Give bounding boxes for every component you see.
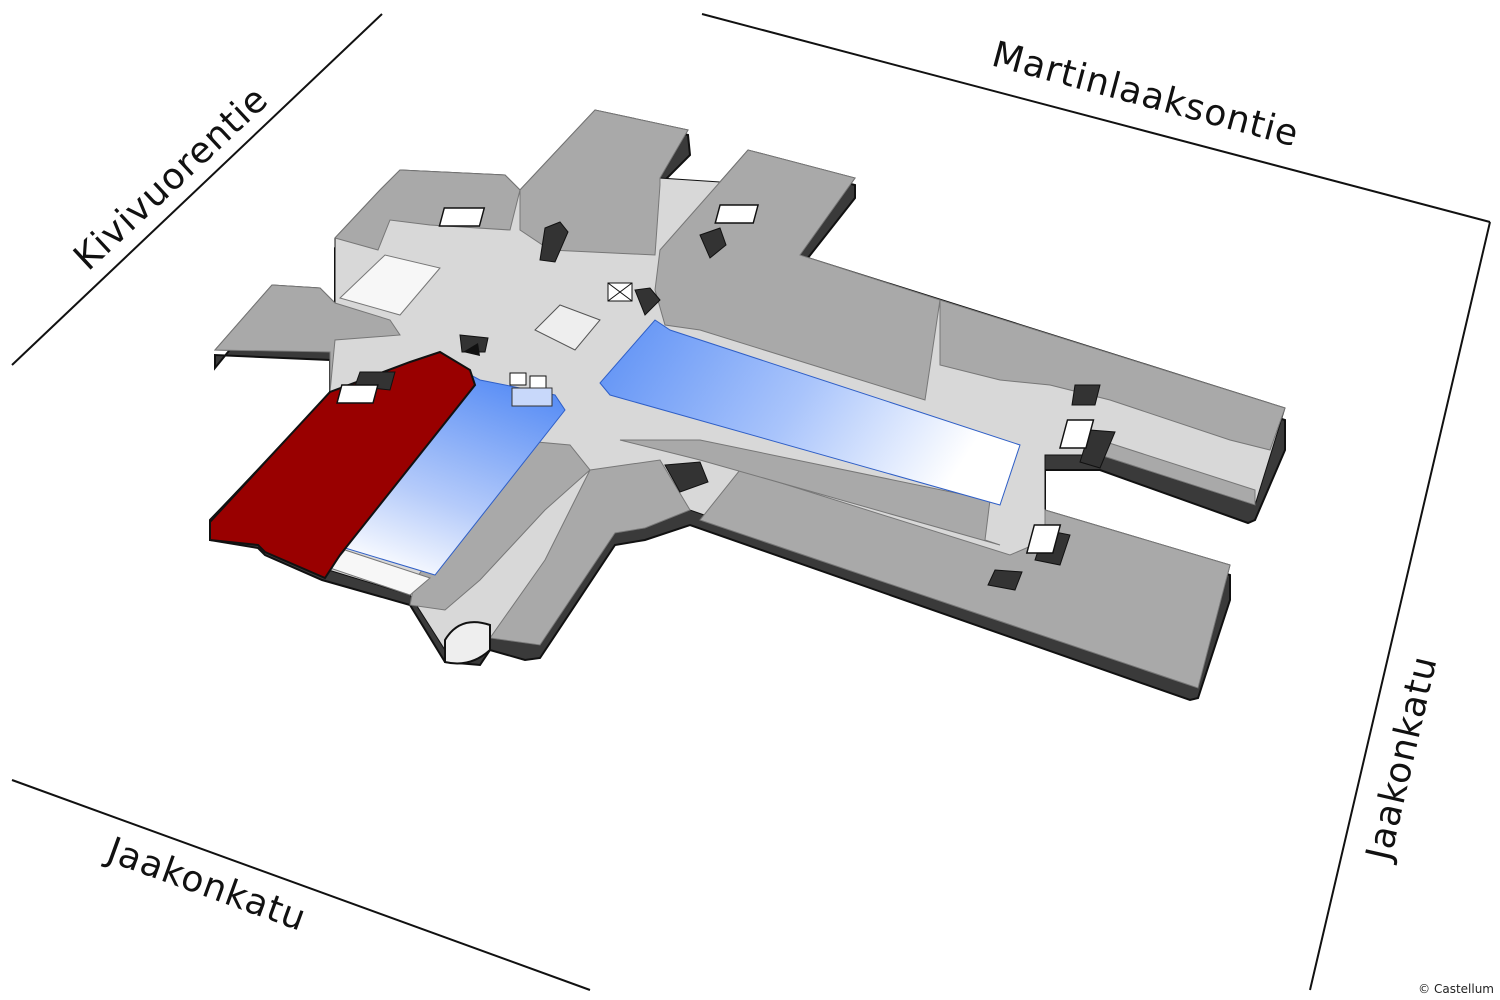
unit-west — [213, 284, 401, 393]
highlight-corridor-main — [599, 319, 1021, 506]
street-label-jaakonkatu-east: Jaakonkatu — [1358, 652, 1445, 866]
street-label-martinlaaksontie: Martinlaaksontie — [988, 34, 1304, 155]
marker-4 — [1059, 419, 1095, 449]
marker-2 — [714, 204, 760, 224]
boundary-south-west — [11, 779, 591, 991]
street-label-jaakonkatu-southwest: Jaakonkatu — [100, 829, 312, 939]
service-block-2 — [699, 227, 727, 259]
stairs-icon — [511, 387, 553, 407]
open-space-north — [339, 254, 441, 316]
unit-west-north — [334, 169, 521, 251]
service-block-9 — [459, 334, 489, 353]
boundary-north-east — [701, 13, 1491, 223]
highlight-unit-red — [209, 350, 477, 580]
central-feature — [534, 304, 601, 351]
site-boundary — [11, 13, 1491, 991]
unit-south-right — [489, 459, 691, 646]
boundary-north-west — [11, 13, 383, 366]
unit-north-center — [519, 109, 689, 256]
building — [209, 109, 1286, 702]
service-block-1 — [539, 221, 569, 263]
street-label-kivivuorentie: Kivivuorentie — [66, 79, 276, 279]
unit-markers — [336, 204, 1095, 554]
toilet-icon — [509, 372, 547, 389]
service-block-8 — [664, 461, 709, 493]
marker-5 — [1025, 524, 1062, 554]
unit-east-upper — [939, 299, 1286, 451]
entrance-bump — [444, 621, 491, 665]
marker-1 — [438, 207, 486, 227]
service-block-7 — [987, 569, 1023, 591]
entrance-arrow-icon — [463, 343, 480, 356]
boundary-east — [1309, 221, 1491, 991]
unit-center-south — [619, 439, 1001, 546]
marker-3 — [336, 384, 379, 404]
elevator-icon — [607, 282, 633, 302]
copyright-text: © Castellum — [1418, 982, 1494, 996]
service-block-4 — [1071, 384, 1101, 406]
service-block-3 — [634, 287, 661, 316]
